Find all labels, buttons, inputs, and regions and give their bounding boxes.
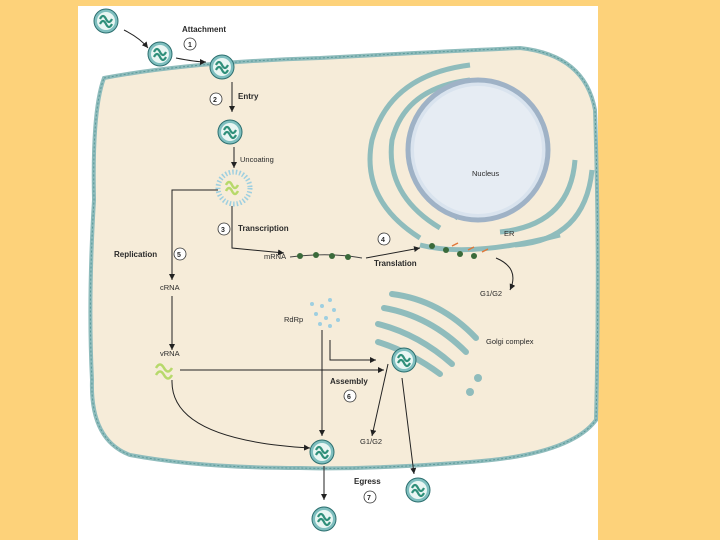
- transcription-step-number: 3: [221, 227, 225, 234]
- er-label: ER: [504, 229, 515, 238]
- entry-step-number: 2: [213, 97, 217, 104]
- virion-budding: [308, 438, 336, 466]
- egress-step-number: 7: [367, 495, 371, 502]
- attachment-label: Attachment: [182, 25, 226, 34]
- rdrp-cluster: [310, 298, 340, 328]
- g1g2-label-top: G1/G2: [480, 289, 502, 298]
- virion-egress: [404, 476, 432, 504]
- crna-label: cRNA: [160, 283, 180, 292]
- replication-label: Replication: [114, 250, 157, 259]
- assembly-step-number: 6: [347, 394, 351, 401]
- g1g2-label-bottom: G1/G2: [360, 437, 382, 446]
- golgi-label: Golgi complex: [486, 337, 534, 346]
- replication-step-number: 5: [177, 252, 181, 259]
- assembly-label: Assembly: [330, 377, 368, 386]
- attachment-step-number: 1: [188, 42, 192, 49]
- virion-free: [92, 7, 120, 35]
- flow-arrows: [123, 29, 516, 500]
- translation-label: Translation: [374, 259, 417, 268]
- virion-golgi: [390, 346, 418, 374]
- transcription-label: Transcription: [238, 224, 289, 233]
- virion-released: [310, 505, 338, 533]
- translation-step-number: 4: [381, 237, 385, 244]
- golgi-complex: [375, 291, 479, 377]
- mrna-label: mRNA: [264, 252, 286, 261]
- rdrp-label: RdRp: [284, 315, 303, 324]
- vrna-label: vRNA: [160, 349, 180, 358]
- entry-label: Entry: [238, 92, 259, 101]
- mrna-strand: [289, 252, 363, 260]
- egress-label: Egress: [354, 477, 381, 486]
- uncoating-label: Uncoating: [240, 155, 274, 164]
- virion-entered: [216, 118, 244, 146]
- ribosomes: [429, 242, 489, 259]
- vrna-strand: [154, 363, 174, 380]
- nucleus-label: Nucleus: [472, 169, 499, 178]
- virion-approach: [146, 40, 174, 68]
- uncoating-particle: [215, 169, 253, 207]
- virion-attached: [208, 53, 236, 81]
